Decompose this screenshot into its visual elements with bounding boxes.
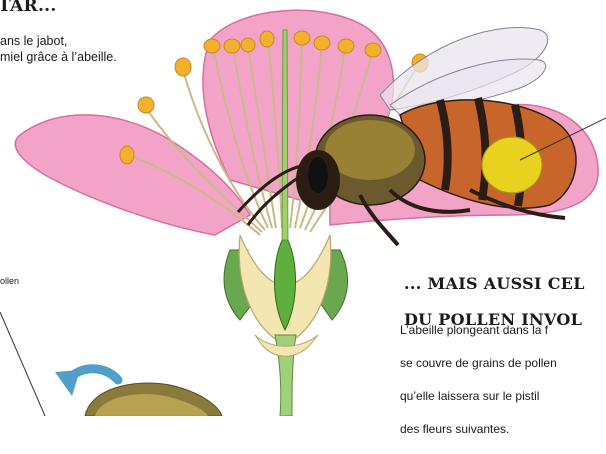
anther	[204, 39, 220, 53]
body-right-line-1: L’abeille plongeant dans la f	[400, 322, 606, 339]
pistil-style	[282, 30, 288, 240]
anther	[260, 31, 274, 47]
body-right-line-2: se couvre de grains de pollen	[400, 355, 606, 372]
anther	[294, 31, 310, 45]
pollen-basket	[482, 137, 542, 193]
anther	[175, 58, 191, 76]
left-pointer-line	[0, 312, 45, 416]
anther	[138, 97, 154, 113]
anther	[338, 39, 354, 53]
body-right-line-4: des fleurs suivantes.	[400, 421, 606, 438]
anther	[365, 43, 381, 57]
body-right-line-3: qu’elle laissera sur le pistil	[400, 388, 606, 405]
anther	[224, 39, 240, 53]
bee-eye	[308, 157, 328, 193]
body-paragraph-right: L’abeille plongeant dans la f se couvre …	[400, 305, 606, 454]
anther	[314, 36, 330, 50]
headline-right-line-1: ... MAIS AUSSI CEL	[404, 275, 606, 293]
anther	[241, 38, 255, 52]
arrow-head	[55, 370, 80, 396]
anther	[120, 146, 134, 164]
